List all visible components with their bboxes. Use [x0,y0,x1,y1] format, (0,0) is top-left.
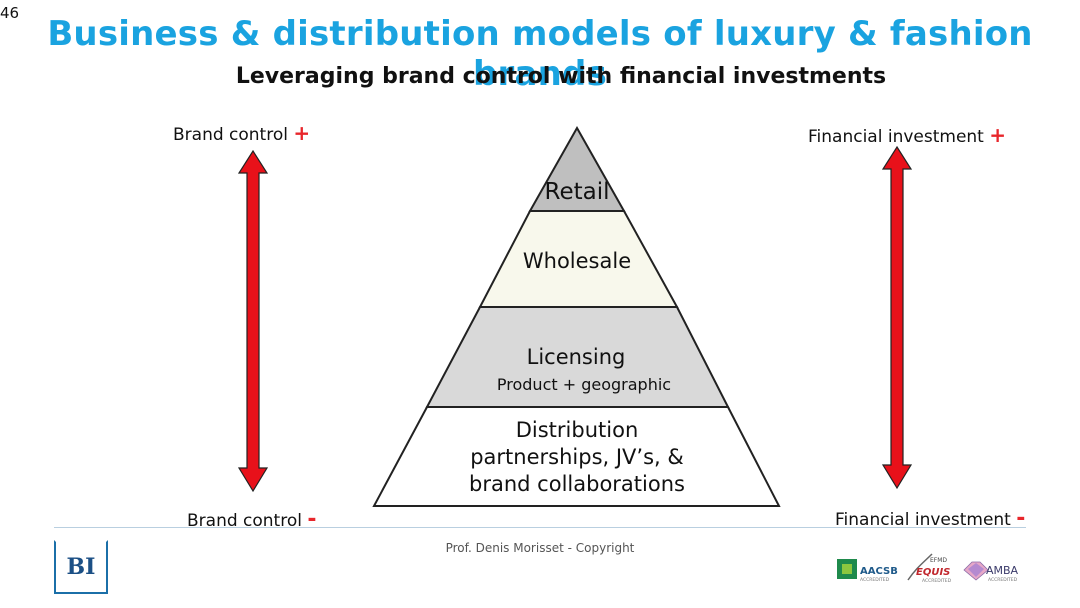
financial-investment-bottom-text: Financial investment [835,510,1011,530]
brand-control-bottom-label: Brand control - [187,507,317,532]
financial-investment-double-arrow-icon [881,145,913,490]
pyramid [372,125,781,507]
brand-control-top-label: Brand control + [173,121,310,145]
tier-sublabel-licensing: Product + geographic [497,375,671,394]
tier-label-wholesale: Wholesale [523,249,631,273]
efmd-text: EFMD [930,557,947,564]
tier-label-distribution-line-3: brand collaborations [469,472,685,496]
slide-subtitle: Leveraging brand control with financial … [235,64,887,89]
minus-icon: - [1016,506,1026,531]
brand-control-bottom-text: Brand control [187,511,302,531]
tier-label-distribution-line-2: partnerships, JV’s, & [470,445,684,469]
minus-icon: - [307,507,317,532]
brand-control-top-text: Brand control [173,125,288,145]
footer-divider [54,527,1026,528]
copyright-text: Prof. Denis Morisset - Copyright [445,541,635,555]
slide-title: Business & distribution models of luxury… [47,14,1033,94]
plus-icon: + [989,123,1007,147]
brand-control-double-arrow-icon [237,149,269,493]
tier-label-retail: Retail [545,179,610,205]
amba-sub-text: ACCREDITED [988,577,1018,583]
bi-logo: BI [54,540,108,594]
equis-text: EQUIS [916,567,950,578]
plus-icon: + [293,121,311,145]
tier-label-licensing: Licensing [527,345,626,369]
aacsb-text: AACSB [860,566,898,577]
accreditation-logos: AACSB ACCREDITED EFMD EQUIS ACCREDITED A… [837,553,1019,584]
tier-label-distribution-line-1: Distribution [516,418,639,442]
amba-text: AMBA [986,564,1019,577]
amba-logo: AMBA ACCREDITED [963,561,1019,583]
aacsb-sub-text: ACCREDITED [860,577,890,583]
page-number: 46 [0,4,20,22]
bi-logo-text: BI [66,554,96,580]
aacsb-logo: AACSB ACCREDITED [837,559,898,583]
financial-investment-top-label: Financial investment + [808,123,1006,147]
equis-sub-text: ACCREDITED [922,578,952,584]
financial-investment-top-text: Financial investment [808,127,984,147]
financial-investment-bottom-label: Financial investment - [835,506,1025,531]
pyramid-tier-distribution [372,406,781,507]
equis-logo: EFMD EQUIS ACCREDITED [907,553,952,584]
